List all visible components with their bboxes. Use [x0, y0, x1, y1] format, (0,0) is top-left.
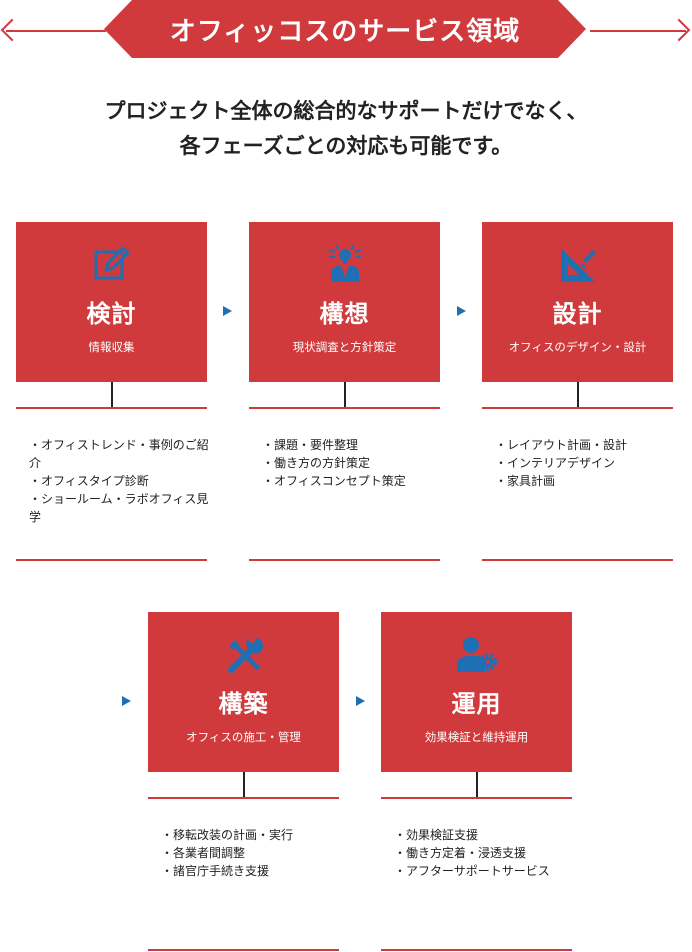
list-item: ・レイアウト計画・設計 — [495, 438, 628, 452]
connector-line — [476, 772, 478, 798]
phase-items-sekkei: ・レイアウト計画・設計 ・インテリアデザイン ・家具計画 — [495, 436, 675, 490]
phase-subtitle: オフィスのデザイン・設計 — [508, 340, 647, 354]
list-item: ・オフィスタイプ診断 — [29, 474, 149, 488]
phase-title: 構築 — [218, 690, 269, 718]
list-item: ・効果検証支援 — [394, 828, 479, 842]
phase-card-kousou: 構想 現状調査と方針策定 — [249, 222, 440, 382]
divider-top — [482, 407, 673, 409]
phase-items-kouchiku: ・移転改装の計画・実行 ・各業者間調整 ・諸官庁手続き支援 — [161, 826, 341, 880]
tools-icon — [148, 634, 339, 676]
edit-icon — [16, 244, 207, 286]
list-item: ・各業者間調整 — [161, 846, 246, 860]
list-item: ・アフターサポートサービス — [394, 864, 550, 878]
divider-bottom — [381, 949, 572, 951]
divider-top — [381, 797, 572, 799]
phase-title: 設計 — [552, 300, 603, 328]
phase-items-unyou: ・効果検証支援 ・働き方定着・浸透支援 ・アフターサポートサービス — [394, 826, 574, 880]
list-item: ・働き方の方針策定 — [262, 456, 371, 470]
list-item: ・課題・要件整理 — [262, 438, 359, 452]
divider-bottom — [249, 559, 440, 561]
list-item: ・オフィストレンド・事例のご紹介 — [29, 438, 209, 470]
intro-line-2: 各フェーズごとの対応も可能です。 — [179, 134, 513, 158]
next-arrow-icon — [356, 696, 365, 706]
connector-line — [243, 772, 245, 798]
header-line-left — [6, 30, 106, 32]
divider-top — [249, 407, 440, 409]
connector-line — [344, 382, 346, 408]
header-banner: オフィッコスのサービス領域 — [104, 0, 586, 58]
connector-line — [577, 382, 579, 408]
phase-subtitle: 現状調査と方針策定 — [292, 340, 397, 354]
phase-subtitle: 効果検証と維持運用 — [424, 730, 529, 744]
arrow-right-icon — [667, 18, 691, 42]
list-item: ・家具計画 — [495, 474, 556, 488]
phase-card-kentou: 検討 情報収集 — [16, 222, 207, 382]
intro-line-1: プロジェクト全体の総合的なサポートだけでなく、 — [104, 99, 588, 123]
drafting-tools-icon — [482, 244, 673, 286]
list-item: ・オフィスコンセプト策定 — [262, 474, 406, 488]
phase-items-kousou: ・課題・要件整理 ・働き方の方針策定 ・オフィスコンセプト策定 — [262, 436, 442, 490]
divider-bottom — [482, 559, 673, 561]
list-item: ・諸官庁手続き支援 — [161, 864, 270, 878]
arrow-left-icon — [0, 18, 24, 42]
header-line-right — [590, 30, 686, 32]
phase-title: 検討 — [86, 300, 137, 328]
phase-subtitle: オフィスの施工・管理 — [186, 730, 301, 744]
phase-items-kentou: ・オフィストレンド・事例のご紹介 ・オフィスタイプ診断 ・ショールーム・ラボオフ… — [29, 436, 209, 526]
next-arrow-icon — [223, 306, 232, 316]
list-item: ・インテリアデザイン — [495, 456, 616, 470]
list-item: ・ショールーム・ラボオフィス見学 — [29, 492, 209, 524]
user-gear-icon — [381, 634, 572, 676]
divider-top — [16, 407, 207, 409]
phase-title: 運用 — [451, 690, 502, 718]
connector-line — [111, 382, 113, 408]
phase-card-kouchiku: 構築 オフィスの施工・管理 — [148, 612, 339, 772]
phase-title: 構想 — [319, 300, 370, 328]
next-arrow-icon — [457, 306, 466, 316]
list-item: ・移転改装の計画・実行 — [161, 828, 294, 842]
phase-card-sekkei: 設計 オフィスのデザイン・設計 — [482, 222, 673, 382]
phase-subtitle: 情報収集 — [88, 340, 135, 354]
next-arrow-icon — [122, 696, 131, 706]
phase-card-unyou: 運用 効果検証と維持運用 — [381, 612, 572, 772]
list-item: ・働き方定着・浸透支援 — [394, 846, 527, 860]
divider-bottom — [148, 949, 339, 951]
idea-person-icon — [249, 244, 440, 286]
divider-top — [148, 797, 339, 799]
page-title: オフィッコスのサービス領域 — [169, 16, 521, 47]
divider-bottom — [16, 559, 207, 561]
